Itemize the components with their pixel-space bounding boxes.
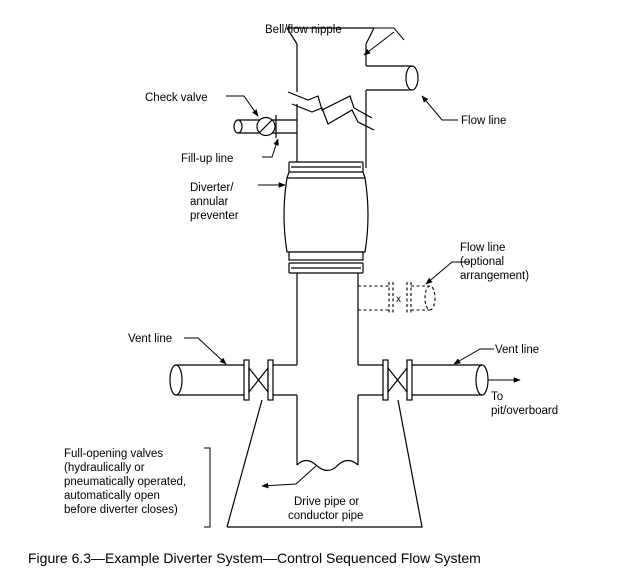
optional-flow-line-label-line2: (optional (460, 256, 504, 268)
full-opening-valves-label-line2: (hydraulically or (64, 462, 145, 474)
full-opening-valves-label-line5: before diverter closes) (64, 504, 178, 516)
drive-pipe-label-line1: Drive pipe or (294, 496, 359, 508)
figure-caption: Figure 6.3—Example Diverter System—Contr… (28, 550, 481, 566)
diverter-label-line2: annular (190, 196, 229, 208)
to-pit-label-line1: To (491, 391, 503, 403)
annular-preventer-body (283, 161, 369, 274)
svg-text:x: x (396, 294, 401, 305)
bell-flow-nipple-label: Bell/flow nipple (265, 24, 342, 36)
optional-flow-line: x (358, 282, 436, 314)
vent-line-right-label: Vent line (495, 344, 539, 356)
fill-up-line-label: Fill-up line (181, 153, 233, 165)
conductor-body (296, 273, 359, 472)
optional-flow-line-label-line3: arrangement) (460, 270, 529, 282)
left-vent-line (169, 359, 297, 401)
check-valve-symbol (256, 115, 277, 138)
full-opening-valves-label-line1: Full-opening valves (64, 448, 163, 460)
drive-pipe-label-line2: conductor pipe (288, 510, 363, 522)
flow-line-label: Flow line (461, 115, 506, 127)
labels: Bell/flow nipple Check valve Flow line F… (64, 24, 558, 522)
check-valve-label: Check valve (145, 92, 208, 104)
pipe-break-symbol (287, 91, 375, 131)
vent-line-left-label: Vent line (128, 333, 172, 345)
full-opening-valves-label-line3: pneumatically operated, (64, 476, 186, 488)
optional-flow-line-label-line1: Flow line (460, 242, 505, 254)
valve-callout-outline (226, 399, 423, 528)
note-bracket (204, 447, 211, 528)
fill-up-line (233, 104, 367, 168)
flow-line-pipe (366, 65, 419, 91)
bell-flow-nipple (286, 27, 375, 128)
diverter-label-line1: Diverter/ (190, 182, 234, 194)
leader-lines (184, 27, 494, 489)
right-vent-line (358, 359, 521, 401)
full-opening-valves-label-line4: automatically open (64, 490, 160, 502)
diverter-label-line3: preventer (190, 210, 239, 222)
to-pit-label-line2: pit/overboard (491, 405, 558, 417)
